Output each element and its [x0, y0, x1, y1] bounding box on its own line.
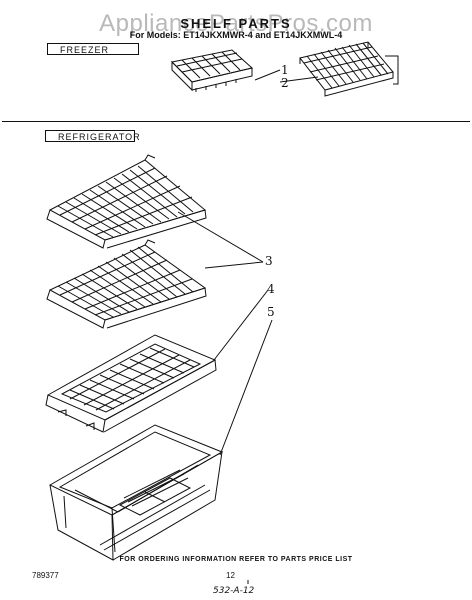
freezer-section-label: FREEZER: [47, 43, 139, 55]
ice-tray-part: [170, 49, 254, 92]
leader-3b: [204, 261, 264, 269]
leader-5: [219, 319, 273, 456]
crisper-cover-part: [45, 334, 217, 433]
refrigerator-wire-shelf-upper-part: [46, 154, 207, 249]
refrigerator-section-label: REFRIGERATOR: [45, 130, 140, 142]
leader-1: [254, 69, 281, 81]
watermark: AppliancePartsPros.com: [99, 10, 373, 37]
leader-3a: [177, 211, 264, 263]
freezer-wire-shelf-part: [299, 41, 399, 97]
callout-2: 2: [281, 76, 289, 90]
callout-1: 1: [281, 63, 289, 77]
refrigerator-wire-shelf-lower-part: [46, 239, 207, 329]
callout-3: 3: [265, 254, 273, 268]
page-title: SHELF PARTS: [180, 16, 292, 31]
callout-5: 5: [267, 305, 275, 319]
section-divider: [2, 121, 470, 122]
handwritten-note: 532-A-12: [213, 586, 255, 596]
leader-4: [213, 289, 269, 361]
crisper-pan-part: [48, 424, 224, 561]
document-number: 789377: [32, 571, 59, 580]
leader-2: [279, 76, 319, 83]
page-number: 12: [226, 571, 235, 580]
callout-4: 4: [267, 282, 275, 296]
ordering-note: FOR ORDERING INFORMATION REFER TO PARTS …: [119, 556, 353, 563]
models-subtitle: For Models: ET14JKXMWR-4 and ET14JKXMWL-…: [129, 30, 343, 40]
